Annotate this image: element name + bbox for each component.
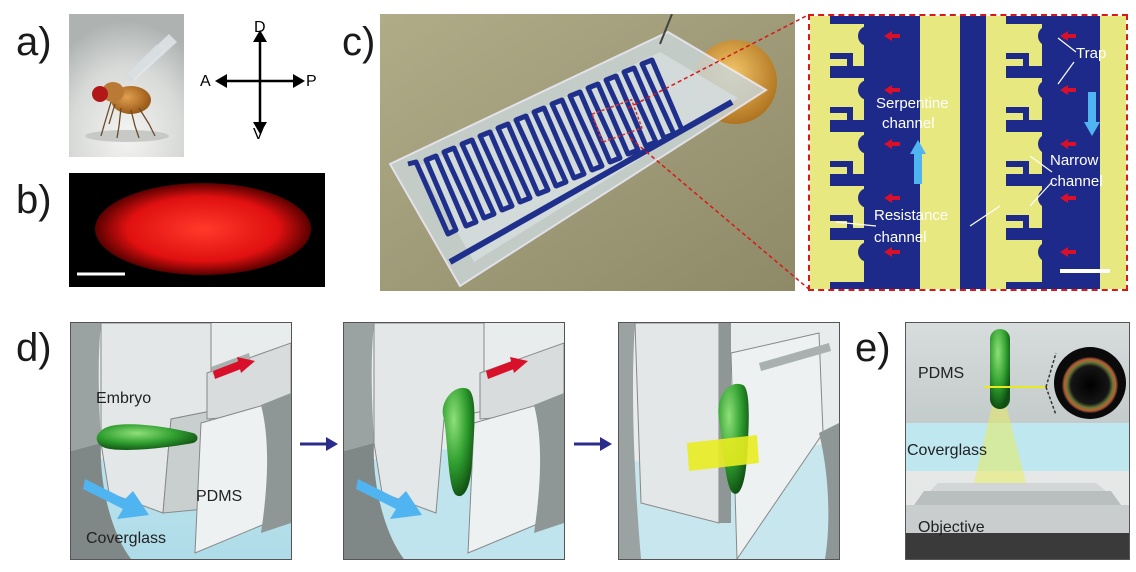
zoom-inset: [808, 14, 1128, 291]
label-narrow-1: Narrow: [1050, 152, 1099, 169]
axis-label-anterior: A: [200, 73, 211, 90]
label-objective: Objective: [918, 519, 985, 536]
label-pdms-e: PDMS: [918, 365, 965, 382]
label-serpentine-2: channel: [882, 115, 935, 132]
label-embryo: Embryo: [96, 390, 152, 407]
fluorescent-embryo-image: [69, 173, 325, 287]
panel-label-a: a): [16, 20, 52, 64]
panel-label-b: b): [16, 178, 52, 222]
panel-label-e: e): [855, 326, 891, 370]
trapping-step-2: [343, 322, 565, 560]
label-pdms-d: PDMS: [196, 488, 243, 505]
axis-label-posterior: P: [306, 73, 317, 90]
inset-scale-bar: [1060, 269, 1110, 273]
serpentine-channel: [407, 57, 685, 237]
axis-compass: [215, 30, 305, 134]
step-arrow-1: [300, 437, 338, 451]
trapping-step-1: [70, 322, 292, 560]
label-trap: Trap: [1076, 45, 1107, 62]
trapping-step-3: [618, 322, 840, 560]
label-resistance-1: Resistance: [874, 207, 949, 224]
label-narrow-2: channel: [1050, 173, 1103, 190]
label-coverglass-e: Coverglass: [907, 442, 988, 459]
panel-label-d: d): [16, 326, 52, 370]
label-resistance-2: channel: [874, 229, 927, 246]
imaging-setup: [905, 322, 1130, 560]
fruit-fly-photo: [69, 14, 184, 157]
zoom-connector-lines: [627, 14, 811, 291]
label-coverglass-d: Coverglass: [86, 530, 167, 547]
device-photo: [380, 14, 795, 291]
axis-label-ventral: V: [253, 126, 264, 143]
axis-label-dorsal: D: [254, 19, 266, 36]
panel-label-c: c): [342, 20, 376, 64]
label-serpentine-1: Serpentine: [876, 95, 949, 112]
step-arrow-2: [574, 437, 612, 451]
flow-arrows: [910, 92, 1100, 184]
